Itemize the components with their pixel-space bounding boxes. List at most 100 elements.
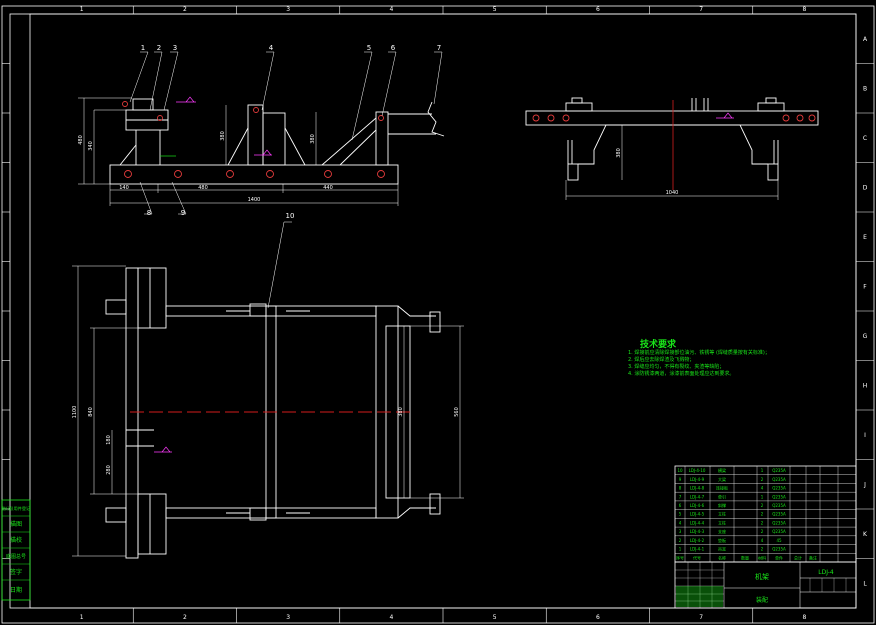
- column-label: 1: [80, 614, 84, 621]
- tech-req-title: 技术要求: [640, 340, 677, 350]
- column-label: 6: [596, 6, 600, 13]
- bom-cell: LDJ-4-10: [689, 468, 706, 473]
- row-label: A: [863, 36, 868, 43]
- dim-span-left: 140: [119, 185, 129, 191]
- border-ticks: [2, 6, 874, 623]
- strip-label: 签字: [10, 568, 22, 576]
- row-label: B: [863, 85, 867, 92]
- bom-cell: LDJ-4-7: [690, 494, 705, 499]
- bom-cell: 2: [761, 547, 764, 552]
- bom-cell: 2: [761, 512, 764, 517]
- bom-cell: Q235A: [772, 503, 786, 508]
- bom-cell: 2: [761, 503, 764, 508]
- strip-label: 底图总号: [6, 553, 26, 560]
- strip-label: 日期: [10, 586, 22, 594]
- bom-cell: 3: [679, 529, 682, 534]
- column-label: 6: [596, 614, 600, 621]
- row-label: H: [863, 382, 868, 389]
- bom-cell: LDJ-4-8: [690, 486, 705, 491]
- front-leader-labels: 1 2 3 4 5 6 7 8 9: [141, 44, 441, 217]
- dim-top-width-right: 560: [454, 407, 460, 417]
- row-label: J: [863, 481, 866, 488]
- front-view: [109, 96, 445, 185]
- bom-header-cell: 材料: [758, 554, 766, 560]
- row-label: E: [863, 234, 867, 241]
- leader-1: 1: [141, 44, 145, 52]
- bom-cell: LDJ-4-4: [690, 520, 705, 525]
- dim-top-length: 1100: [72, 406, 78, 419]
- bom-cell: 2: [679, 538, 682, 543]
- column-label: 5: [493, 6, 497, 13]
- bom-cell: 立柱: [718, 519, 726, 525]
- bom-cell: 支座: [718, 528, 726, 534]
- title-block: LDJ-4 机架 装配: [674, 561, 857, 609]
- tech-req-line: 4. 涂防锈漆两道，涂漆前表面处理应达到要求。: [628, 371, 735, 377]
- bom-cell: Q235A: [772, 486, 786, 491]
- column-label: 3: [286, 6, 290, 13]
- bom-cell: 10: [677, 468, 683, 473]
- dim-span-right: 440: [323, 185, 333, 191]
- bom-cell: 牵引: [718, 493, 726, 499]
- bom-cell: 9: [679, 477, 682, 482]
- dim-length-total: 1400: [248, 197, 261, 203]
- column-label: 1: [80, 6, 84, 13]
- leader-9: 9: [181, 209, 185, 217]
- tech-req-line: 2. 焊后应去除焊渣及飞溅物；: [628, 357, 695, 363]
- column-label: 5: [493, 614, 497, 621]
- column-label: 8: [802, 6, 806, 13]
- bom-header-cell: 代号: [693, 554, 701, 560]
- leader-10: 10: [286, 212, 295, 220]
- right-post: [375, 111, 389, 166]
- leader-4: 4: [269, 44, 274, 52]
- top-dimension-text: 1100 840 180 280 380 560 10: [72, 212, 460, 475]
- top-view: [105, 267, 441, 559]
- bom-header-cell: 名称: [718, 554, 726, 560]
- bom-cell: 2: [761, 477, 764, 482]
- column-label: 2: [183, 614, 187, 621]
- bom-cell: 2: [761, 520, 764, 525]
- front-leaders: [129, 51, 443, 215]
- strip-label: 描校: [10, 536, 22, 544]
- tech-req-line: 3. 焊缝应均匀，不得有裂纹、夹渣等缺陷；: [628, 364, 725, 370]
- bom-cell: 大梁: [718, 476, 726, 482]
- front-dimensions: [78, 97, 399, 206]
- bom-cell: LDJ-4-6: [690, 503, 705, 508]
- dim-side-depth: 380: [616, 148, 622, 158]
- bom-cell: 立柱: [718, 511, 726, 517]
- bom-cell: 4: [679, 520, 682, 525]
- dim-top-width-mid: 380: [398, 407, 404, 417]
- leader-3: 3: [173, 44, 177, 52]
- row-label: I: [864, 432, 866, 439]
- bom-cell: 1: [679, 547, 682, 552]
- bom-cell: Q235A: [772, 494, 786, 499]
- bom-cell: 连接板: [716, 485, 728, 491]
- dim-height-post: 380: [220, 131, 226, 141]
- bom-cell: Q235A: [772, 468, 786, 473]
- bom-cell: 垫板: [718, 537, 726, 543]
- row-label: L: [863, 580, 867, 587]
- leader-8: 8: [147, 209, 151, 217]
- side-dimensions: [565, 125, 779, 200]
- row-label: K: [863, 531, 868, 538]
- dim-top-height-small: 180: [106, 435, 112, 445]
- strip-label: 借(通)用件登记: [2, 505, 31, 512]
- strip-label: 描图: [10, 520, 22, 528]
- bom-cell: Q235A: [772, 477, 786, 482]
- title-name: 机架: [755, 572, 769, 581]
- title-unit: 装配: [756, 596, 768, 604]
- leader-5: 5: [367, 44, 371, 52]
- dim-top-width-left: 840: [88, 407, 94, 417]
- row-label: F: [863, 283, 867, 290]
- bom-cell: 7: [679, 494, 682, 499]
- dim-span-mid: 480: [198, 185, 208, 191]
- bom-cell: 6: [679, 503, 682, 508]
- column-label: 4: [389, 6, 393, 13]
- bom-cell: Q235A: [772, 547, 786, 552]
- bom-cell: Q235A: [772, 529, 786, 534]
- bom-header-cell: 总计: [794, 554, 802, 560]
- column-label: 8: [802, 614, 806, 621]
- bom-cell: 8: [679, 486, 682, 491]
